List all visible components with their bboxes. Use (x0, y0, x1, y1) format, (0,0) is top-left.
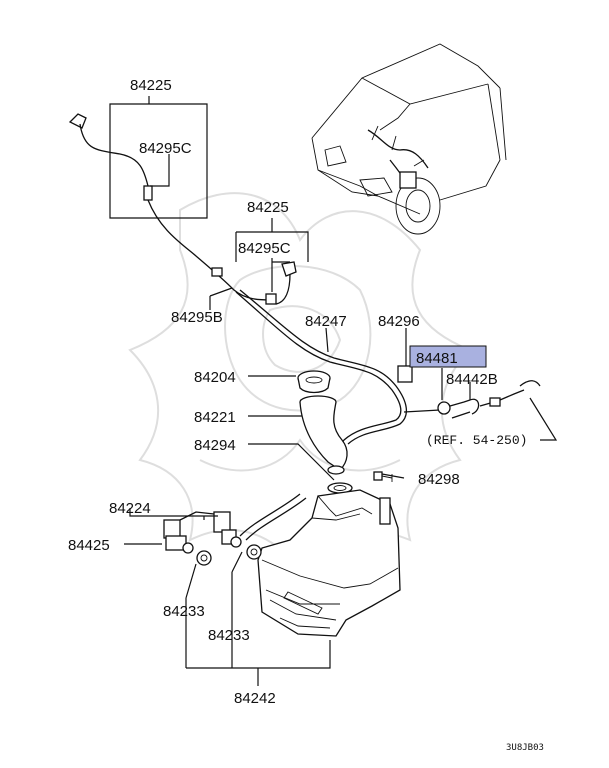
highlight-box (409, 345, 487, 368)
label-84225-mid[interactable]: 84225 (247, 199, 289, 216)
label-84296[interactable]: 84296 (378, 313, 420, 330)
label-84295B[interactable]: 84295B (171, 309, 223, 326)
washer-nozzle-mid (275, 261, 297, 305)
filler-cap (297, 370, 331, 394)
mounting-bolt (373, 471, 393, 482)
label-84225-top[interactable]: 84225 (130, 77, 172, 94)
part-labels[interactable]: 84225 84295C 84225 84295C 84295B 84247 8… (68, 77, 498, 707)
washer-pump-group (163, 511, 242, 554)
pump-grommets (196, 544, 262, 566)
label-84247[interactable]: 84247 (305, 313, 347, 330)
label-84294[interactable]: 84294 (194, 437, 236, 454)
main-washer-hose (235, 289, 407, 541)
label-84298[interactable]: 84298 (418, 471, 460, 488)
label-84481[interactable]: 84481 (416, 350, 458, 367)
label-84233-right[interactable]: 84233 (208, 627, 250, 644)
label-84295C-mid[interactable]: 84295C (238, 240, 291, 257)
label-84233-left[interactable]: 84233 (163, 603, 205, 620)
label-84295C-top[interactable]: 84295C (139, 140, 192, 157)
watermark (128, 192, 472, 572)
hose-connector-group (397, 365, 541, 419)
label-84221[interactable]: 84221 (194, 409, 236, 426)
reference-note: (REF. 54-250) (426, 433, 527, 448)
filler-neck (299, 395, 348, 475)
leader-lines (109, 96, 558, 686)
drawing-code: 3U8JB03 (506, 743, 544, 753)
washer-reservoir-tank (257, 489, 401, 637)
label-84442B[interactable]: 84442B (446, 371, 498, 388)
vehicle-illustration (311, 43, 507, 235)
label-84204[interactable]: 84204 (194, 369, 236, 386)
label-84425[interactable]: 84425 (68, 537, 110, 554)
label-84224[interactable]: 84224 (109, 500, 151, 517)
label-84242[interactable]: 84242 (234, 690, 276, 707)
rear-washer-hose-assembly (68, 113, 277, 305)
